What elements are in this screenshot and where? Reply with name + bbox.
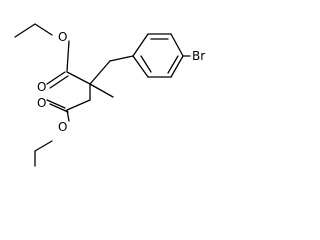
ester-top-ether-oxygen: O xyxy=(58,30,67,44)
bromine-atom: Br xyxy=(192,49,205,63)
ester-top-carbonyl-oxygen: O xyxy=(37,80,46,94)
structure-canvas: O O O O Br xyxy=(14,23,206,167)
ester-bottom-ether-oxygen: O xyxy=(58,120,67,134)
central-carbon-bonds xyxy=(89,60,114,101)
bottom-ethyl-group xyxy=(34,140,53,167)
bottom-ester-bonds xyxy=(46,99,91,122)
top-ester-bonds xyxy=(46,40,91,89)
top-ethyl-group xyxy=(14,23,53,38)
diethyl-malonate-structure: O O O O Br xyxy=(14,23,205,167)
benzene-ring xyxy=(109,33,191,78)
ester-bottom-carbonyl-oxygen: O xyxy=(37,96,46,110)
